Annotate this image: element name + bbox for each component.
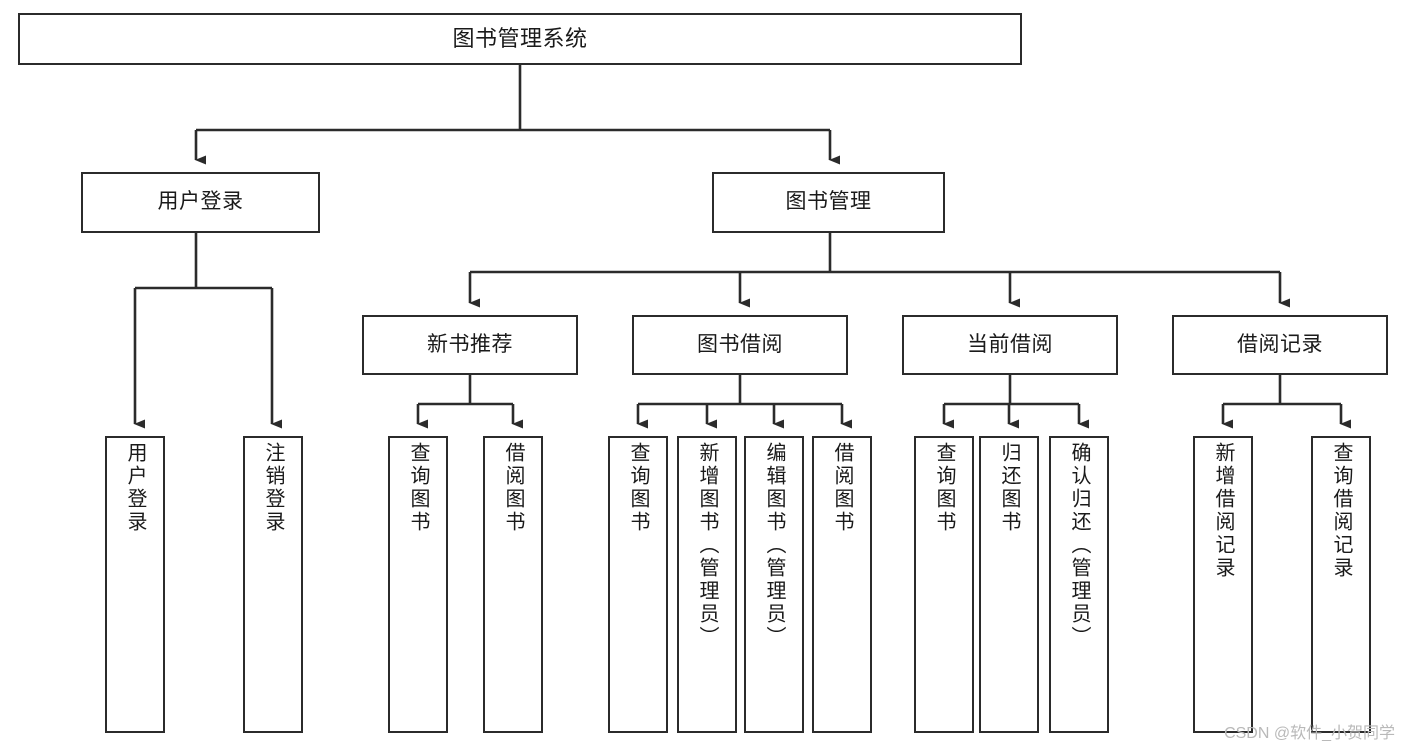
node-label: 确认归还（管理员） <box>1068 442 1090 649</box>
leaf-query-book-3[interactable]: 查询图书 <box>914 436 974 733</box>
node-label: 注销登录 <box>262 442 284 534</box>
leaf-user-login[interactable]: 用户登录 <box>105 436 165 733</box>
node-borrow-record[interactable]: 借阅记录 <box>1172 315 1388 375</box>
node-label: 图书借阅 <box>697 332 783 356</box>
leaf-query-book-1[interactable]: 查询图书 <box>388 436 448 733</box>
node-label: 查询图书 <box>407 442 429 534</box>
node-label: 用户登录 <box>157 190 244 214</box>
node-label: 归还图书 <box>998 442 1020 534</box>
node-label: 新增借阅记录 <box>1212 442 1234 580</box>
leaf-query-record[interactable]: 查询借阅记录 <box>1311 436 1371 733</box>
node-label: 图书管理系统 <box>452 26 588 52</box>
node-label: 查询借阅记录 <box>1330 442 1352 580</box>
leaf-logout[interactable]: 注销登录 <box>243 436 303 733</box>
node-label: 新增图书（管理员） <box>696 442 718 649</box>
node-label: 图书管理 <box>785 190 872 214</box>
node-label: 查询图书 <box>933 442 955 534</box>
node-book-borrow[interactable]: 图书借阅 <box>632 315 848 375</box>
node-book-manage[interactable]: 图书管理 <box>712 172 945 233</box>
node-label: 新书推荐 <box>427 332 513 356</box>
node-current-borrow[interactable]: 当前借阅 <box>902 315 1118 375</box>
node-label: 借阅图书 <box>831 442 853 534</box>
leaf-add-record[interactable]: 新增借阅记录 <box>1193 436 1253 733</box>
leaf-return-book[interactable]: 归还图书 <box>979 436 1039 733</box>
leaf-confirm-return[interactable]: 确认归还（管理员） <box>1049 436 1109 733</box>
node-label: 借阅记录 <box>1237 332 1323 356</box>
leaf-edit-book[interactable]: 编辑图书（管理员） <box>744 436 804 733</box>
node-label: 当前借阅 <box>967 332 1053 356</box>
node-new-book-recommend[interactable]: 新书推荐 <box>362 315 578 375</box>
leaf-borrow-book-2[interactable]: 借阅图书 <box>812 436 872 733</box>
node-label: 查询图书 <box>627 442 649 534</box>
node-label: 编辑图书（管理员） <box>763 442 785 649</box>
leaf-query-book-2[interactable]: 查询图书 <box>608 436 668 733</box>
node-user-login[interactable]: 用户登录 <box>81 172 320 233</box>
leaf-add-book[interactable]: 新增图书（管理员） <box>677 436 737 733</box>
node-label: 借阅图书 <box>502 442 524 534</box>
node-label: 用户登录 <box>124 442 146 534</box>
leaf-borrow-book-1[interactable]: 借阅图书 <box>483 436 543 733</box>
node-root-system[interactable]: 图书管理系统 <box>18 13 1022 65</box>
connectors <box>133 65 1351 429</box>
